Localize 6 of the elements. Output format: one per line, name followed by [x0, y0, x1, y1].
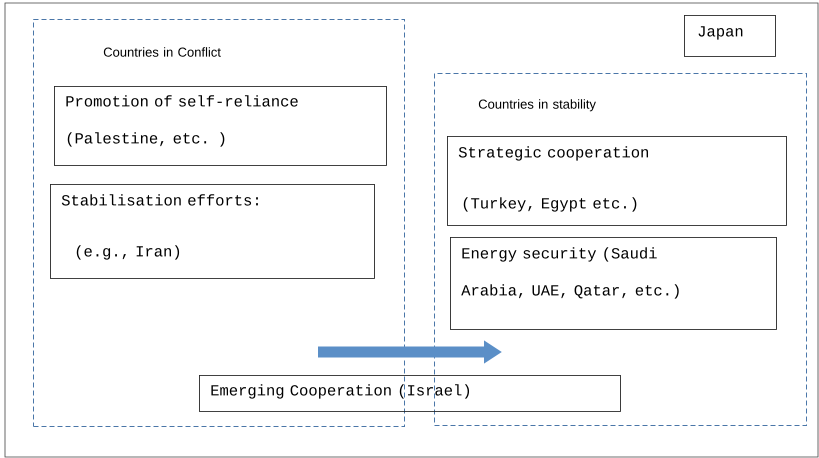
text-box: Promotion of self-reliance (Palestine, etc. ): [54, 86, 387, 166]
text-box: Stabilisation efforts: (e.g., Iran): [50, 184, 375, 279]
text-box: Emerging Cooperation (Israel): [199, 375, 621, 412]
text-box: Strategic cooperation (Turkey, Egypt etc.): [447, 136, 787, 226]
text-box: Japan: [684, 15, 776, 57]
text-box: Energy security (Saudi Arabia, UAE, Qatar, etc.): [450, 237, 777, 330]
